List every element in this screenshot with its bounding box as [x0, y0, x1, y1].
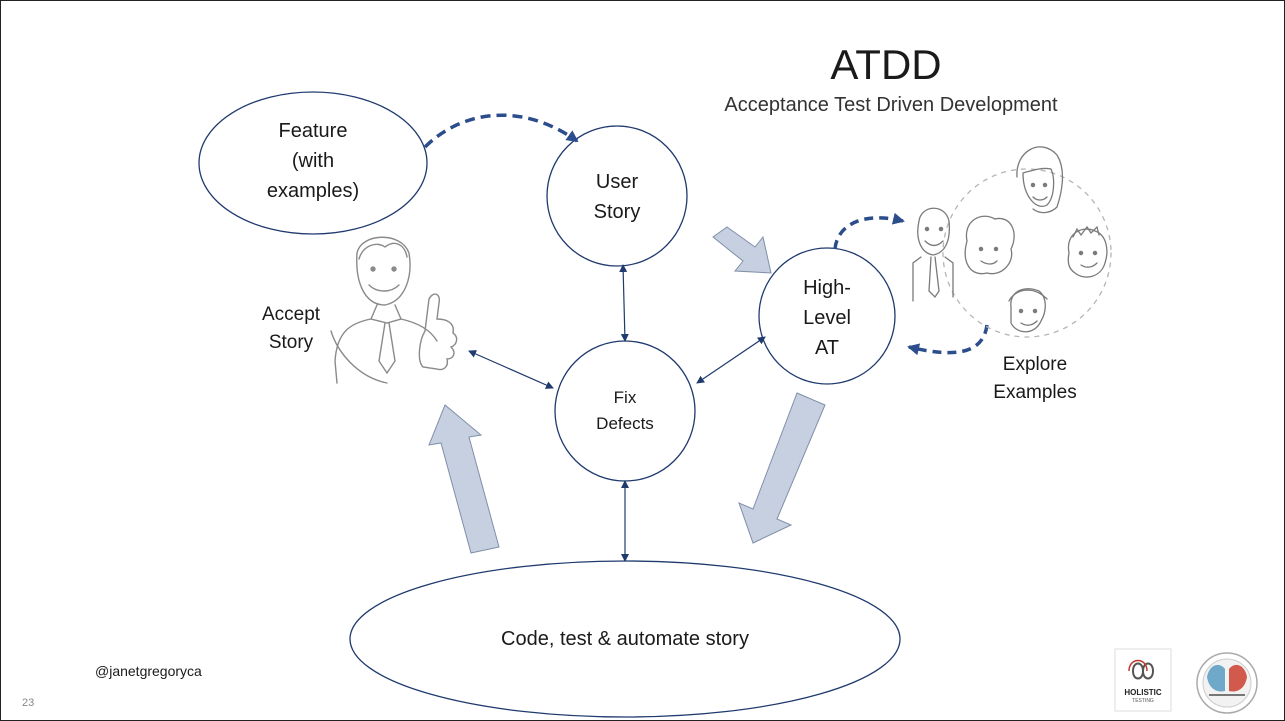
feature-to-story-arrow: [423, 113, 579, 149]
author-handle: @janetgregoryca: [95, 663, 202, 679]
at-fix-connector: [696, 336, 766, 384]
team-member-bottom-icon: [1008, 288, 1048, 333]
agile-testing-fellowship-logo: [1196, 652, 1258, 714]
fix-defects-label: Fix Defects: [596, 388, 654, 433]
thumbs-up-person-sketch: [330, 236, 458, 384]
holistic-testing-logo: [1114, 648, 1172, 712]
holistic-logo-text: HOLISTIC: [1124, 688, 1162, 697]
page-title: ATDD: [830, 41, 942, 88]
at-to-team-arrow: [833, 212, 905, 250]
high-level-at-label: High- Level AT: [803, 277, 851, 359]
feature-label: Feature (with examples): [266, 120, 360, 202]
page-number: 23: [22, 697, 35, 709]
team-member-tie-icon: [912, 207, 954, 302]
team-member-spiky-icon: [1067, 225, 1108, 278]
accept-story-label: Accept Story: [261, 304, 321, 353]
user-story-label: User Story: [593, 171, 641, 223]
holistic-logo-subtext: TESTING: [1132, 698, 1154, 704]
page-subtitle: Acceptance Test Driven Development: [724, 94, 1058, 116]
at-to-code-block-arrow: [738, 392, 826, 544]
code-test-label: Code, test & automate story: [501, 628, 749, 650]
feature-node: [198, 91, 428, 235]
team-member-curly-icon: [964, 215, 1015, 275]
accept-fix-connector: [468, 350, 554, 389]
story-to-at-block-arrow: [712, 226, 772, 274]
code-to-accept-block-arrow: [428, 404, 500, 554]
explore-examples-label: Explore Examples: [993, 354, 1077, 403]
high-level-at-node: [758, 247, 896, 385]
story-fix-connector: [619, 264, 629, 342]
user-story-node: [546, 125, 688, 267]
team-to-at-arrow: [907, 324, 989, 356]
team-sketch: [912, 146, 1112, 338]
team-member-long-hair-icon: [1016, 146, 1064, 214]
